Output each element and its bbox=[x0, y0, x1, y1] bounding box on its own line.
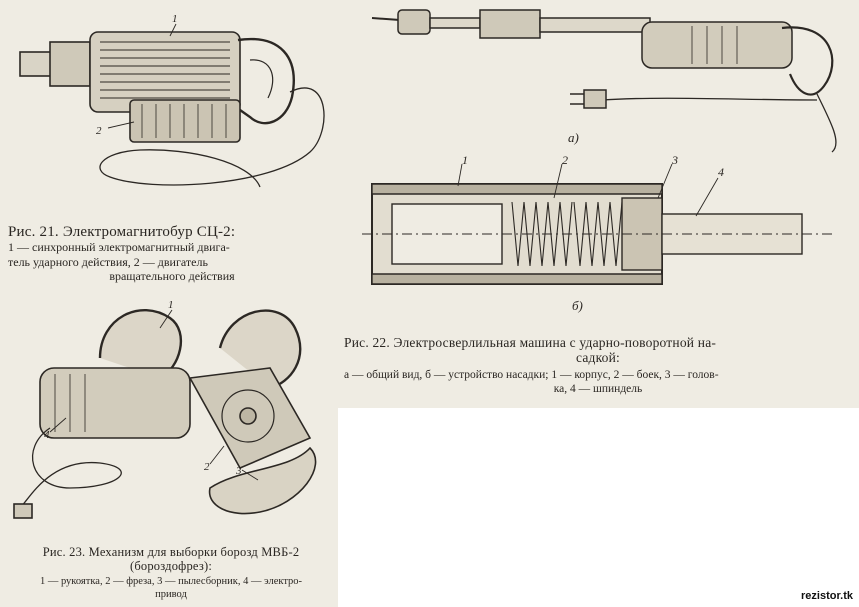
fig22-label-1: 1 bbox=[462, 154, 468, 167]
fig23-title-line2: (бороздофрез): bbox=[129, 558, 213, 573]
fig22-label-3: 3 bbox=[671, 154, 678, 167]
fig23-label-1: 1 bbox=[168, 299, 174, 311]
figure-22a-drill-general-view: а) bbox=[362, 4, 856, 154]
fig21-legend-line2: тель ударного действия, 2 — двигатель bbox=[8, 254, 208, 269]
fig23-legend-line2: привод bbox=[155, 588, 187, 600]
fig22-sub-a: а) bbox=[568, 130, 579, 145]
fig23-label-2: 2 bbox=[204, 461, 210, 473]
fig21-label-1: 1 bbox=[172, 13, 178, 25]
fig22-title-line2: садкой: bbox=[575, 349, 621, 365]
fig22-sub-b: б) bbox=[572, 298, 583, 313]
figure-22-caption: Рис. 22. Электросверлильная машина с уда… bbox=[344, 335, 852, 397]
watermark: rezistor.tk bbox=[801, 590, 853, 602]
fig22-legend-line2: ка, 4 — шпиндель bbox=[553, 382, 643, 395]
fig22-label-2: 2 bbox=[562, 154, 568, 167]
fig22-legend-line1: а — общий вид, б — устройство насадки; 1… bbox=[344, 369, 719, 382]
fig22-label-4: 4 bbox=[718, 165, 724, 179]
fig23-label-4: 4 bbox=[44, 429, 50, 441]
fig21-title: Рис. 21. Электромагнитобур СЦ-2: bbox=[8, 224, 236, 240]
fig23-label-3: 3 bbox=[235, 465, 242, 477]
figure-22b-attachment-section: 1 2 3 4 б) bbox=[362, 154, 856, 318]
fig21-legend-line3: вращательного действия bbox=[109, 268, 235, 283]
figure-23-caption: Рис. 23. Механизм для выборки борозд МВБ… bbox=[6, 545, 336, 601]
fig23-legend-line1: 1 — рукоятка, 2 — фреза, 3 — пылесборник… bbox=[39, 576, 303, 587]
figure-21-caption: Рис. 21. Электромагнитобур СЦ-2: 1 — син… bbox=[8, 224, 336, 283]
fig21-legend-line1: 1 — синхронный электромагнитный двига- bbox=[8, 240, 230, 255]
fig23-title-line1: Рис. 23. Механизм для выборки борозд МВБ… bbox=[42, 545, 300, 559]
figure-21-drill-illustration: 1 2 bbox=[10, 12, 335, 207]
figure-23-groove-cutter-illustration: 1 2 3 4 bbox=[10, 298, 335, 533]
fig22-title-line1: Рис. 22. Электросверлильная машина с уда… bbox=[344, 335, 717, 350]
fig21-label-2: 2 bbox=[96, 125, 102, 137]
